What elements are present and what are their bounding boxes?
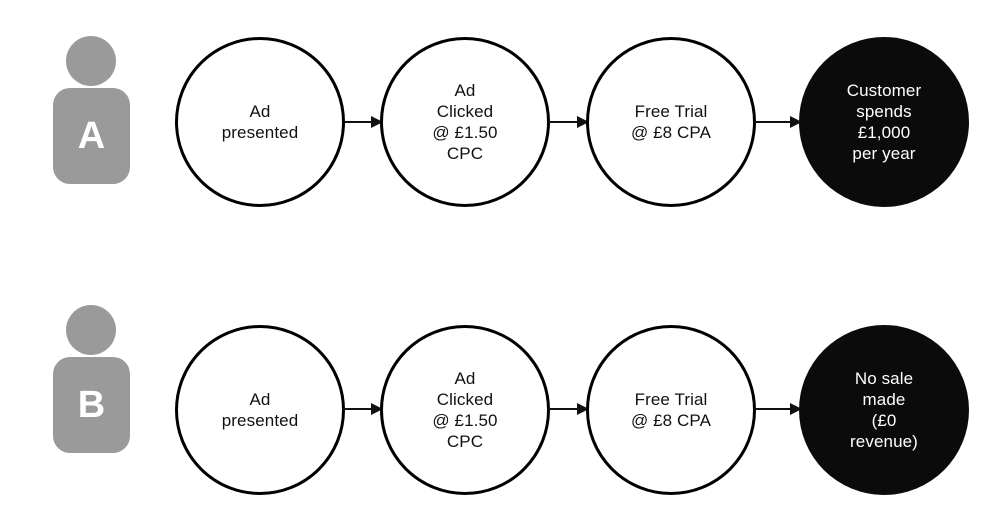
node-a-ad-presented: Ad presented bbox=[175, 37, 345, 207]
arrow-right-icon bbox=[548, 116, 589, 128]
node-b-ad-presented: Ad presented bbox=[175, 325, 345, 495]
node-label: Free Trial @ £8 CPA bbox=[630, 102, 712, 142]
user-body-icon: B bbox=[53, 357, 130, 453]
user-a-icon: A bbox=[53, 36, 130, 184]
user-b-icon: B bbox=[53, 305, 130, 453]
actor-label-a: A bbox=[77, 115, 106, 157]
node-label: Ad Clicked @ £1.50 CPC bbox=[432, 81, 498, 163]
node-b-ad-clicked: Ad Clicked @ £1.50 CPC bbox=[380, 325, 550, 495]
arrow-right-icon bbox=[754, 403, 802, 415]
arrow-right-icon bbox=[548, 403, 589, 415]
node-b-outcome: No sale made (£0 revenue) bbox=[799, 325, 969, 495]
actor-label-b: B bbox=[77, 384, 106, 426]
arrow-right-icon bbox=[754, 116, 802, 128]
node-label: Ad Clicked @ £1.50 CPC bbox=[432, 369, 498, 451]
user-body-icon: A bbox=[53, 88, 130, 184]
node-label: Free Trial @ £8 CPA bbox=[630, 390, 712, 430]
arrow-right-icon bbox=[343, 116, 383, 128]
node-label: Ad presented bbox=[221, 390, 299, 430]
node-label: Customer spends £1,000 per year bbox=[846, 81, 922, 163]
node-b-free-trial: Free Trial @ £8 CPA bbox=[586, 325, 756, 495]
user-head-icon bbox=[66, 36, 116, 86]
user-head-icon bbox=[66, 305, 116, 355]
arrow-right-icon bbox=[343, 403, 383, 415]
node-a-outcome: Customer spends £1,000 per year bbox=[799, 37, 969, 207]
node-a-ad-clicked: Ad Clicked @ £1.50 CPC bbox=[380, 37, 550, 207]
node-a-free-trial: Free Trial @ £8 CPA bbox=[586, 37, 756, 207]
node-label: Ad presented bbox=[221, 102, 299, 142]
node-label: No sale made (£0 revenue) bbox=[850, 369, 918, 451]
